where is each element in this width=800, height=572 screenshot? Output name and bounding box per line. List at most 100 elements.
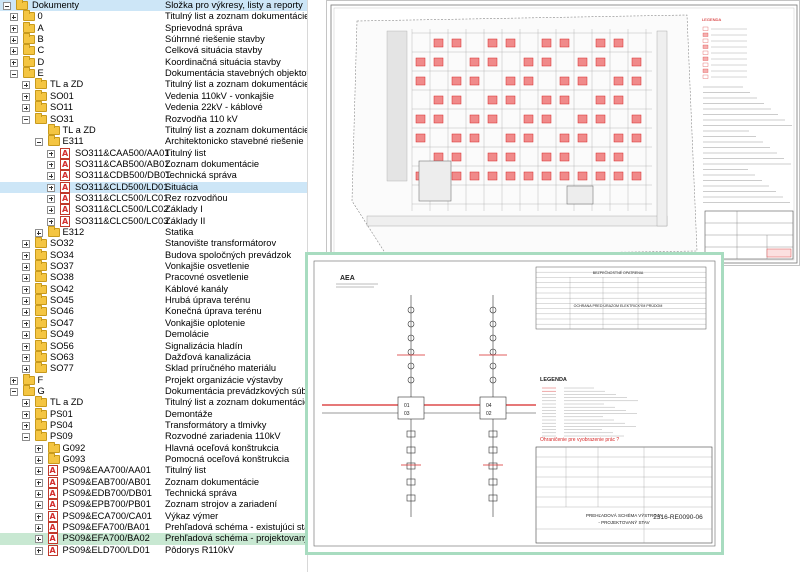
- expand-icon[interactable]: [22, 92, 30, 101]
- expand-icon[interactable]: [47, 172, 55, 181]
- expand-icon[interactable]: [22, 331, 30, 340]
- collapse-icon[interactable]: [3, 2, 11, 10]
- expand-icon[interactable]: [34, 546, 43, 555]
- expand-icon[interactable]: [34, 456, 43, 464]
- expand-icon[interactable]: [9, 24, 18, 33]
- expand-icon[interactable]: [34, 467, 43, 476]
- expand-icon[interactable]: [47, 194, 55, 203]
- expand-icon[interactable]: [47, 149, 55, 158]
- expand-icon[interactable]: [22, 297, 30, 306]
- collapse-icon[interactable]: [22, 115, 30, 124]
- expand-icon[interactable]: [9, 58, 18, 67]
- expand-icon[interactable]: [34, 490, 43, 499]
- expand-icon[interactable]: [22, 285, 30, 294]
- expand-icon[interactable]: [22, 365, 30, 374]
- expand-icon[interactable]: [22, 251, 30, 260]
- document-tree[interactable]: Dokumenty Složka pro výkresy, listy a re…: [0, 0, 308, 572]
- expand-icon[interactable]: [9, 13, 18, 22]
- collapse-icon[interactable]: [9, 70, 18, 79]
- collapse-icon[interactable]: [22, 433, 30, 442]
- expand-icon[interactable]: [34, 512, 43, 521]
- expand-icon[interactable]: [47, 206, 55, 215]
- expand-icon[interactable]: [22, 274, 30, 283]
- expand-icon[interactable]: [34, 524, 43, 533]
- expand-icon[interactable]: [22, 319, 30, 328]
- collapse-icon[interactable]: [9, 387, 18, 396]
- expand-icon[interactable]: [22, 308, 30, 317]
- expand-icon[interactable]: [9, 47, 18, 56]
- tree-header-row[interactable]: Dokumenty Složka pro výkresy, listy a re…: [0, 0, 307, 12]
- expand-icon[interactable]: [47, 217, 55, 226]
- expand-icon[interactable]: [22, 421, 30, 430]
- expand-icon[interactable]: [22, 399, 30, 408]
- expand-icon[interactable]: [22, 104, 30, 113]
- expand-icon[interactable]: [9, 376, 18, 385]
- expand-icon[interactable]: [9, 36, 18, 45]
- expand-icon[interactable]: [34, 444, 43, 453]
- expand-icon[interactable]: [34, 478, 43, 487]
- collapse-icon[interactable]: [34, 138, 43, 147]
- expand-icon[interactable]: [34, 535, 43, 544]
- expand-icon[interactable]: [22, 410, 30, 419]
- expand-icon[interactable]: [34, 501, 43, 510]
- expand-icon[interactable]: [47, 183, 55, 192]
- expand-icon[interactable]: [47, 160, 55, 169]
- expand-icon[interactable]: [22, 240, 30, 249]
- expand-icon[interactable]: [22, 353, 30, 362]
- expand-icon[interactable]: [34, 229, 43, 237]
- expand-icon[interactable]: [22, 263, 30, 272]
- expand-icon[interactable]: [22, 81, 30, 90]
- drawing-preview-situacia[interactable]: LEGENDA: [326, 0, 800, 266]
- drawing-preview-prehladova-schema[interactable]: AEA 01 03 04 02 BEZPEČNOSTNÉ OPATRENIA O…: [305, 252, 724, 555]
- expand-icon[interactable]: [22, 342, 30, 351]
